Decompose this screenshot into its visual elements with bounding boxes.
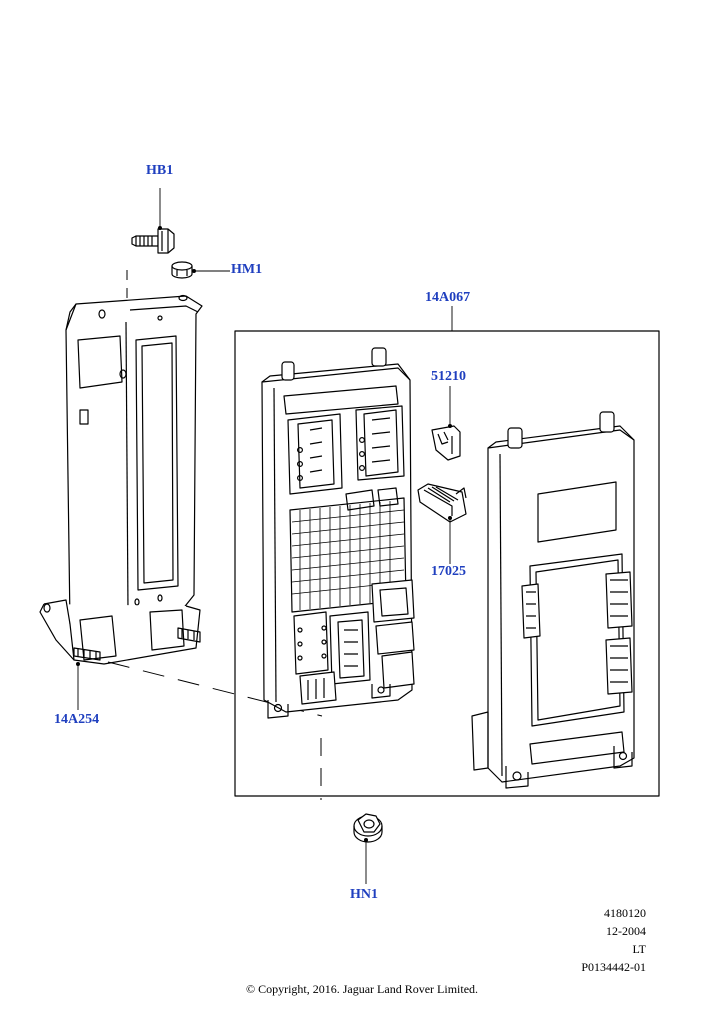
fuse-puller-17025 (417, 483, 467, 523)
drawing-code: 4180120 (604, 906, 646, 920)
copyright-notice: © Copyright, 2016. Jaguar Land Rover Lim… (245, 982, 479, 996)
drawing-date: 12-2004 (606, 924, 646, 938)
callout-14a254: 14A254 (54, 712, 100, 727)
flange-nut-hn1 (353, 813, 383, 843)
drawing-variant: LT (632, 942, 646, 956)
mounting-bracket (39, 294, 203, 665)
fuse-box-cover (471, 411, 635, 789)
callout-14a067: 14A067 (425, 290, 471, 305)
callout-17025: 17025 (431, 564, 466, 579)
callout-hn1: HN1 (350, 887, 378, 902)
mini-fuse-51210 (431, 425, 461, 461)
bolt-hb1 (131, 228, 175, 254)
drawing-part-number: P0134442-01 (581, 960, 646, 974)
callout-hm1: HM1 (231, 262, 263, 277)
nut-hm1 (171, 261, 193, 279)
callout-hb1: HB1 (146, 163, 174, 178)
callout-51210: 51210 (431, 369, 466, 384)
fuse-box-front (261, 347, 415, 719)
assembly-frame (234, 330, 660, 797)
